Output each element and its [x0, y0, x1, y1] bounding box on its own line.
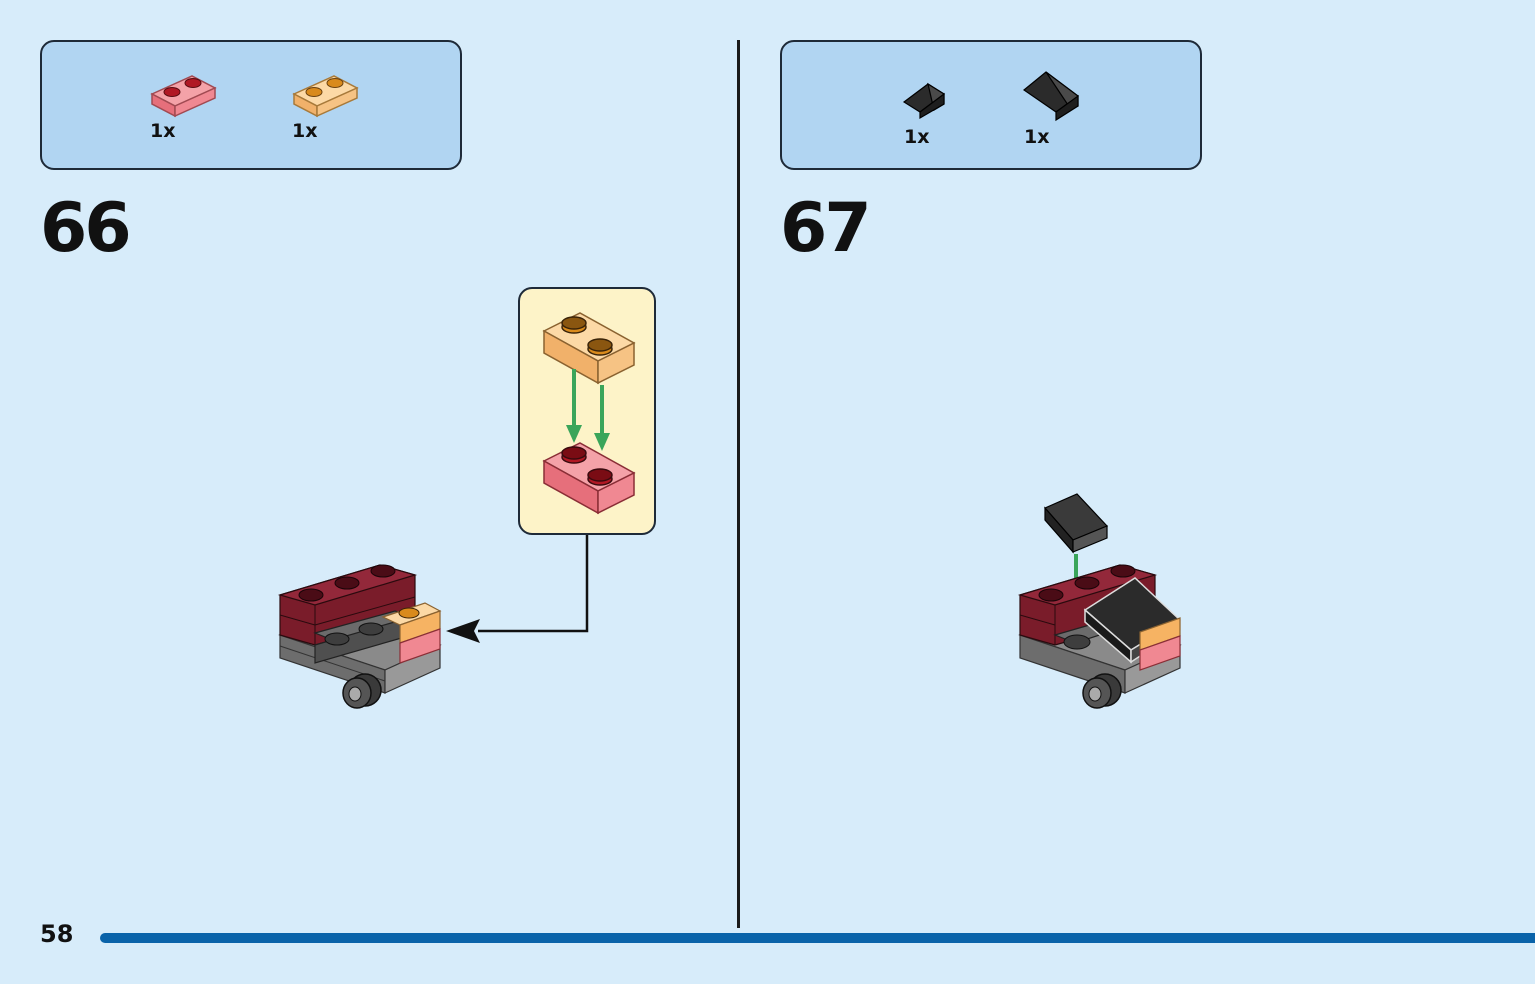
subassembly-diagram: [542, 312, 636, 515]
step-number: 67: [780, 189, 872, 268]
callout-subassembly: [518, 287, 656, 535]
parts-list-step-67: 1x 1x: [780, 40, 1202, 170]
step-number: 66: [40, 189, 132, 268]
black-slope-small-icon: [902, 82, 946, 120]
model-step-67: [1017, 493, 1182, 709]
trans-red-plate-1x2-icon: [150, 75, 217, 118]
part-qty: 1x: [904, 126, 930, 148]
page-progress-bar: [100, 933, 1535, 943]
page-number: 58: [40, 920, 74, 948]
model-step-66: [277, 564, 442, 709]
black-slope-large-icon: [1023, 71, 1080, 122]
black-slope-small-icon: [1044, 493, 1109, 554]
parts-list-step-66: 1x 1x: [40, 40, 462, 170]
part-qty: 1x: [1024, 126, 1050, 148]
page-divider: [737, 40, 740, 928]
trans-orange-plate-1x2-icon: [292, 75, 359, 118]
green-arrow-icon: [566, 369, 610, 451]
part-qty: 1x: [150, 120, 176, 142]
part-qty: 1x: [292, 120, 318, 142]
